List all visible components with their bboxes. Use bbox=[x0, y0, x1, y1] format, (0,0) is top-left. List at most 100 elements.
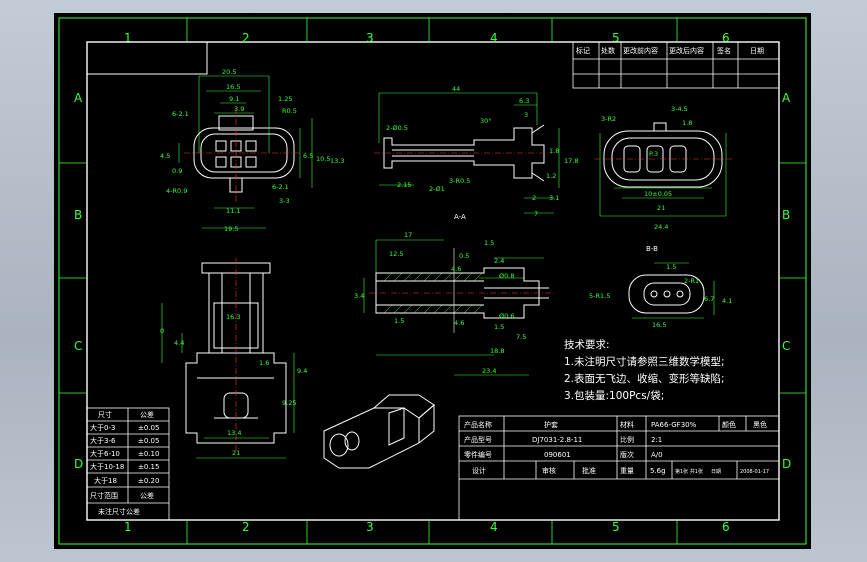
end-dim-p3: P.3 bbox=[649, 150, 658, 158]
tol-row-4-size: 大于10-18 bbox=[90, 462, 124, 471]
end-dim-3-r2: 3-R2 bbox=[601, 115, 616, 123]
side-dim-2-15: 2.15 bbox=[397, 181, 411, 189]
side-view: 44 6.3 3 30° 2-Ø0.5 1.8 17.8 3.1 2 1.2 7… bbox=[374, 85, 578, 218]
zone-bottom-6: 6 bbox=[722, 520, 730, 534]
tol-footer-note: 未注尺寸公差 bbox=[98, 507, 140, 516]
tb-model: DJ7031-2.8-11 bbox=[532, 436, 582, 444]
zone-right-C: C bbox=[782, 339, 790, 353]
tol-footer-range: 尺寸范围 bbox=[90, 491, 118, 500]
bl-dim-1-6: 1.6 bbox=[259, 359, 269, 367]
tol-header-size: 尺寸 bbox=[98, 410, 112, 419]
aa-dim-23-4: 23.4 bbox=[482, 367, 496, 375]
tb-date-label: 日期 bbox=[711, 469, 721, 475]
bl-dim-16-3: 16.3 bbox=[226, 313, 240, 321]
tech-requirements: 技术要求: 1.未注明尺寸请参照三维数学模型; 2.表面无飞边、收缩、变形等缺陷… bbox=[564, 338, 725, 402]
front-dim-16-5: 16.5 bbox=[226, 83, 240, 91]
front-dim-6-2-1: 6-2.1 bbox=[172, 110, 189, 118]
bl-dim-0: 0 bbox=[160, 327, 164, 335]
side-dim-2-d0-5: 2-Ø0.5 bbox=[386, 124, 408, 132]
bb-dim-16-5: 16.5 bbox=[652, 321, 666, 329]
rev-header-mark: 标记 bbox=[576, 46, 590, 55]
tb-product-name-label: 产品名称 bbox=[464, 420, 492, 429]
front-dim-10-5: 10.5 bbox=[316, 155, 330, 163]
tb-review-label: 审核 bbox=[542, 466, 556, 475]
aa-dim-1-5: 1.5 bbox=[484, 239, 494, 247]
tol-row-2-size: 大于3-6 bbox=[90, 436, 116, 445]
zone-dividers bbox=[59, 18, 806, 544]
tol-footer-tol: 公差 bbox=[140, 491, 154, 500]
front-view: 20.5 16.5 9.1 1.25 3.9 6-2.1 4.5 0.9 6.5… bbox=[160, 68, 344, 233]
side-dim-2: 2 bbox=[532, 194, 536, 202]
tb-scale: 2:1 bbox=[651, 436, 662, 444]
aa-dim-d0-8: Ø0.8 bbox=[499, 272, 514, 280]
tb-scale-label: 比例 bbox=[620, 435, 634, 444]
end-view: 3-R2 3-4.5 1.8 P.3 10±0.05 21 24.4 bbox=[594, 105, 732, 231]
aa-dim-12-5: 12.5 bbox=[389, 250, 403, 258]
inner-frame bbox=[86, 41, 780, 521]
zone-top-5: 5 bbox=[612, 31, 620, 45]
end-dim-1-8: 1.8 bbox=[682, 119, 692, 127]
drawing-sheet: 1 2 3 4 5 6 1 2 3 4 5 6 A B C D A B C D … bbox=[54, 13, 811, 549]
tb-weight-label: 重量 bbox=[620, 467, 634, 475]
tb-material: PA66-GF30% bbox=[651, 421, 697, 429]
zone-bottom-4: 4 bbox=[490, 520, 498, 534]
tb-date: 2008-01-17 bbox=[740, 469, 769, 475]
isometric-part-sketch bbox=[323, 394, 435, 469]
aa-dim-3-4: 3.4 bbox=[354, 292, 364, 300]
front-note-r0-5: R0.5 bbox=[282, 107, 297, 115]
zone-left-B: B bbox=[74, 208, 82, 222]
front-dim-19-5: 19.5 bbox=[224, 225, 238, 233]
front-dim-3-9: 3.9 bbox=[234, 105, 244, 113]
front-dim-6-2-1-b: 6-2.1 bbox=[272, 183, 289, 191]
section-bb-label: B-B bbox=[646, 245, 658, 253]
front-dim-20-5: 20.5 bbox=[222, 68, 236, 76]
aa-dim-1-5-b: 1.5 bbox=[394, 317, 404, 325]
rev-header-sign: 签名 bbox=[717, 46, 731, 55]
bottom-left-view: 16.3 4.4 1.6 9.4 9.25 13.4 21 0 bbox=[160, 258, 307, 459]
zone-right-B: B bbox=[782, 208, 790, 222]
tb-color-label: 颜色 bbox=[722, 420, 736, 429]
rev-header-count: 处数 bbox=[601, 46, 615, 55]
aa-dim-1-5-c: 1.5 bbox=[494, 323, 504, 331]
bb-dim-4-1: 4.1 bbox=[722, 297, 732, 305]
bb-dim-5-r1-5: 5-R1.5 bbox=[589, 292, 610, 300]
zone-left-C: C bbox=[74, 339, 82, 353]
front-dim-0-9: 0.9 bbox=[172, 167, 182, 175]
bl-dim-4-4: 4.4 bbox=[174, 339, 184, 347]
side-dim-1-8: 1.8 bbox=[549, 147, 559, 155]
tech-title: 技术要求: bbox=[564, 338, 610, 351]
tb-version-label: 版次 bbox=[620, 450, 634, 459]
front-dim-13-3: 13.3 bbox=[330, 157, 344, 165]
rev-header-date: 日期 bbox=[750, 47, 764, 55]
front-note-4-r0-9: 4-R0.9 bbox=[166, 187, 187, 195]
tb-weight: 5.6g bbox=[650, 467, 666, 475]
tol-row-4-tol: ±0.15 bbox=[138, 463, 159, 471]
zone-bottom-2: 2 bbox=[242, 520, 250, 534]
tol-row-3-tol: ±0.10 bbox=[138, 450, 159, 458]
end-dim-3-4-5: 3-4.5 bbox=[671, 105, 688, 113]
tb-product-name: 护套 bbox=[544, 420, 558, 429]
tb-approve-label: 批准 bbox=[582, 466, 596, 475]
zone-top-4: 4 bbox=[490, 31, 498, 45]
tech-item-3: 3.包装量:100Pcs/袋; bbox=[564, 389, 664, 402]
aa-dim-7-5: 7.5 bbox=[516, 333, 526, 341]
tb-sheet-label: 第1张 共1张 bbox=[675, 468, 703, 475]
zone-left-D: D bbox=[74, 457, 83, 471]
zone-top-3: 3 bbox=[366, 31, 374, 45]
side-dim-1-2: 1.2 bbox=[546, 172, 556, 180]
aa-dim-4-6: 4.6 bbox=[451, 265, 461, 273]
zone-right-A: A bbox=[782, 91, 791, 105]
side-dim-44: 44 bbox=[452, 85, 460, 93]
zone-bottom-3: 3 bbox=[366, 520, 374, 534]
tol-row-1-tol: ±0.05 bbox=[138, 424, 159, 432]
tb-color: 黑色 bbox=[753, 420, 767, 429]
aa-dim-18-8: 18.8 bbox=[490, 347, 504, 355]
bb-dim-2-r1: 2-R1 bbox=[684, 277, 699, 285]
tech-item-2: 2.表面无飞边、收缩、变形等缺陷; bbox=[564, 372, 725, 385]
aa-dim-2-4: 2.4 bbox=[494, 257, 504, 265]
side-dim-6-3: 6.3 bbox=[519, 97, 529, 105]
rev-header-before: 更改前内容 bbox=[623, 46, 658, 55]
tb-version: A/0 bbox=[651, 451, 663, 459]
zone-right-D: D bbox=[782, 457, 791, 471]
tol-header-tol: 公差 bbox=[140, 410, 154, 419]
